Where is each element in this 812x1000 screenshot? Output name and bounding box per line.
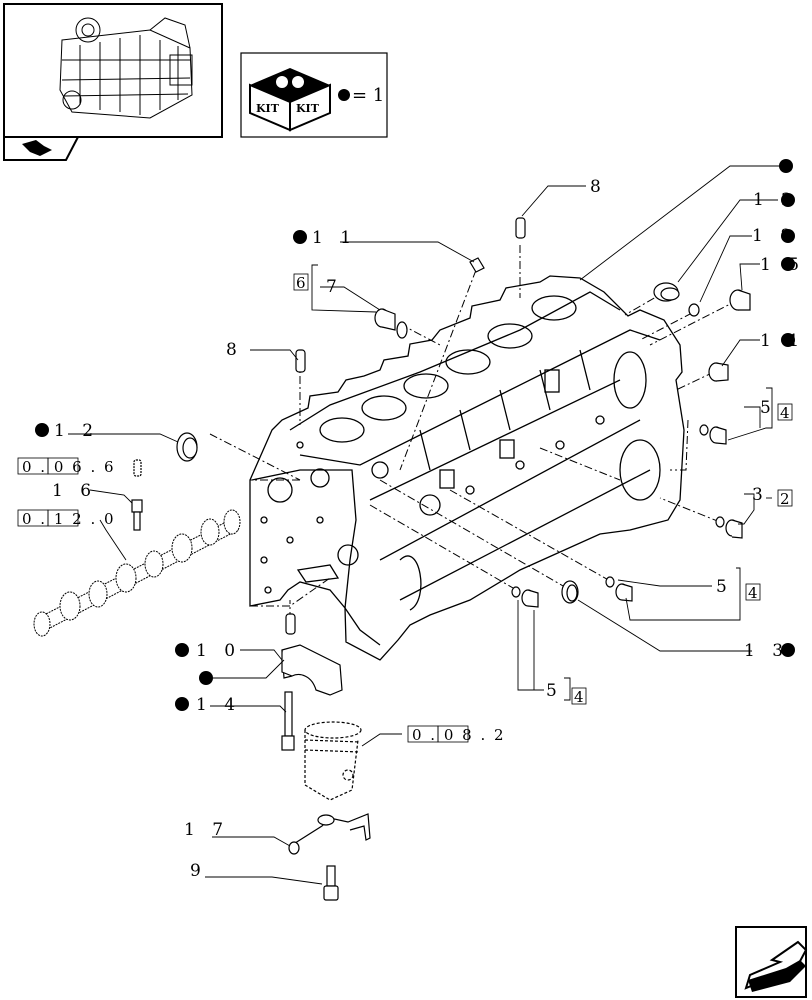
label-4-boxed-low: 4 (574, 688, 586, 706)
plug-11-right[interactable] (708, 362, 729, 382)
kit-legend: KIT KIT = 1 (240, 52, 388, 138)
back-button[interactable] (3, 136, 79, 161)
ring-5-low[interactable] (511, 586, 521, 598)
pin-06-6[interactable] (133, 459, 142, 477)
kit-box-icon: KIT KIT (249, 68, 331, 132)
label-12-left: 1 2 (54, 421, 99, 441)
ring-3[interactable] (715, 516, 725, 528)
kit-bullets (35, 159, 795, 711)
next-page-button[interactable] (735, 926, 808, 998)
label-13: 1 3 (744, 641, 789, 661)
label-14: 1 4 (196, 695, 241, 715)
label-6-boxed: 6 (296, 274, 308, 292)
kit-bullet (338, 89, 350, 101)
label-18: 1 8 (752, 226, 797, 246)
plug-4-low[interactable] (521, 589, 539, 608)
camshaft[interactable] (33, 509, 241, 637)
label-8-left: 8 (226, 340, 243, 360)
callout-lines (68, 165, 790, 885)
plug-15[interactable] (729, 289, 751, 311)
label-9: 9 (190, 861, 207, 881)
cylinder-block[interactable] (249, 275, 685, 661)
label-5-low: 5 (546, 681, 563, 701)
seal-12-left[interactable] (176, 432, 198, 462)
kit-icon-text-right: KIT (296, 102, 320, 115)
label-15: 1 5 (760, 255, 805, 275)
oil-nozzle-17[interactable] (288, 813, 371, 855)
label-11-right: 1 1 (760, 331, 805, 351)
label-boxes (17, 273, 793, 743)
label-12-right: 1 2 (753, 190, 798, 210)
bolt-9[interactable] (323, 865, 339, 901)
label-8-top: 8 (590, 177, 607, 197)
o-ring-18[interactable] (688, 303, 700, 317)
plug-4-right[interactable] (709, 426, 727, 445)
label-17: 1 7 (184, 820, 229, 840)
plug-11[interactable] (469, 257, 485, 273)
label-4-boxed-mid: 4 (748, 584, 760, 602)
dowel-pin-left[interactable] (295, 349, 306, 373)
label-5-right: 5 (760, 398, 777, 418)
ring-5-mid[interactable] (605, 576, 615, 588)
plug-2[interactable] (725, 519, 743, 539)
piston-outline[interactable] (304, 721, 362, 801)
label-5-mid: 5 (716, 577, 733, 597)
dowel-pin-10[interactable] (285, 613, 296, 635)
ring-5-right[interactable] (699, 424, 709, 436)
ref-12-0[interactable]: 0 . 1 2 . 0 (22, 510, 116, 528)
engine-thumbnail[interactable] (3, 3, 223, 138)
label-10: 1 0 (196, 641, 241, 661)
ref-08-2[interactable]: 0 . 0 8 . 2 (412, 726, 506, 744)
label-3: 3 (752, 485, 769, 505)
kit-legend-text: = 1 (352, 85, 384, 106)
bolt-16[interactable] (131, 499, 143, 531)
label-2-boxed: 2 (780, 490, 792, 508)
bolt-14[interactable] (281, 691, 295, 751)
bearing-cap[interactable] (281, 644, 343, 696)
dowel-pin-top[interactable] (515, 217, 526, 239)
label-16: 1 6 (52, 481, 97, 501)
kit-icon-text-left: KIT (256, 102, 280, 115)
seal-12-right[interactable] (653, 282, 680, 302)
label-4-boxed-right: 4 (780, 404, 792, 422)
seal-13[interactable] (561, 580, 579, 604)
label-11-top: 1 1 (312, 228, 357, 248)
plug-4-mid[interactable] (615, 583, 633, 602)
plug-7[interactable] (374, 308, 408, 339)
back-arrow-icon (22, 140, 52, 156)
assembly-leaders (209, 245, 739, 620)
ref-06-6[interactable]: 0 . 0 6 . 6 (22, 458, 116, 476)
label-7: 7 (326, 277, 343, 297)
